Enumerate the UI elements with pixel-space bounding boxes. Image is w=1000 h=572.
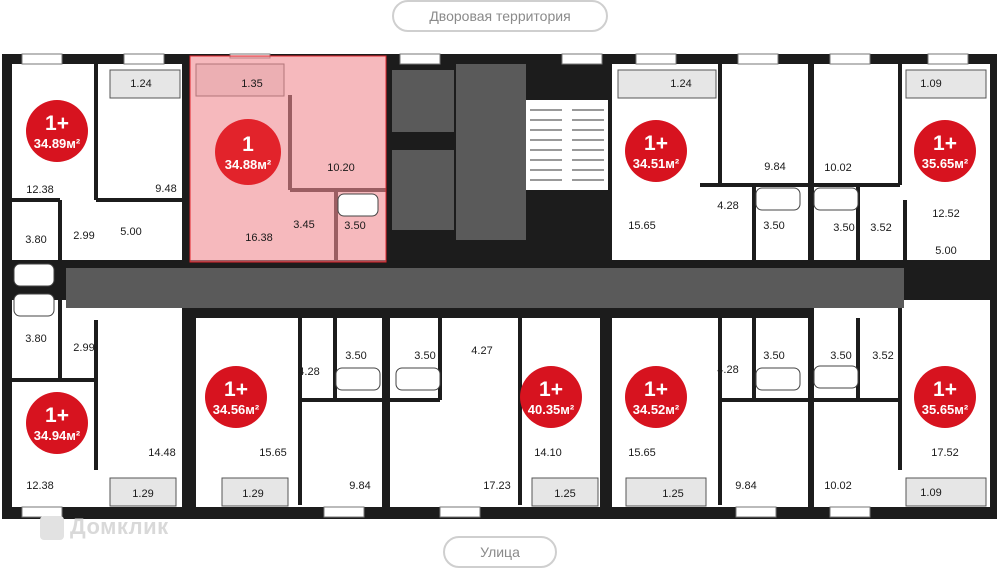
room-area: 17.52 — [931, 447, 959, 459]
room-area: 1.29 — [132, 488, 154, 500]
room-area: 12.38 — [26, 480, 54, 492]
bathroom-fixtures — [13, 187, 859, 391]
selected-apartment-badge[interactable]: 1 34.88м² — [215, 119, 281, 185]
room-area: 1.24 — [130, 78, 152, 90]
apartment-badge[interactable]: 1+ 34.51м² — [625, 120, 687, 182]
apartment-area: 40.35м² — [527, 401, 575, 417]
room-area: 10.20 — [327, 162, 355, 174]
corridor — [66, 268, 904, 308]
room-count: 1+ — [224, 377, 248, 401]
room-area: 3.50 — [345, 350, 367, 362]
apartment-area: 34.94м² — [33, 427, 81, 443]
room-area: 1.29 — [242, 488, 264, 500]
room-area: 4.28 — [717, 200, 739, 212]
room-area: 3.50 — [344, 220, 366, 232]
room-count: 1+ — [539, 377, 563, 401]
domclick-logo-icon — [40, 516, 64, 541]
apartment-area: 35.65м² — [921, 401, 969, 417]
room-area: 12.38 — [26, 184, 54, 196]
apartment-area: 34.56м² — [212, 401, 260, 417]
watermark: Домклик — [40, 514, 169, 541]
room-area: 3.50 — [763, 350, 785, 362]
room-area: 4.28 — [298, 366, 320, 378]
street-label: Улица — [443, 536, 557, 568]
room-area: 3.50 — [830, 350, 852, 362]
apartment-badge[interactable]: 1+ 34.52м² — [625, 366, 687, 428]
building-core — [392, 64, 608, 240]
room-area: 12.52 — [932, 208, 960, 220]
apartment-badge[interactable]: 1+ 40.35м² — [520, 366, 582, 428]
room-area: 3.80 — [25, 234, 47, 246]
room-area: 14.10 — [534, 447, 562, 459]
apartment-area: 34.52м² — [632, 401, 680, 417]
room-area: 3.50 — [763, 220, 785, 232]
room-count: 1+ — [45, 111, 69, 135]
room-area: 16.38 — [245, 232, 273, 244]
room-area: 3.50 — [414, 350, 436, 362]
apartment-badge[interactable]: 1+ 35.65м² — [914, 120, 976, 182]
windows — [21, 53, 969, 518]
room-area: 3.50 — [833, 222, 855, 234]
room-area: 5.00 — [935, 245, 957, 257]
room-area: 4.27 — [471, 345, 493, 357]
watermark-text: Домклик — [70, 514, 169, 539]
room-area: 9.84 — [735, 480, 757, 492]
room-count: 1+ — [933, 377, 957, 401]
stairs — [530, 109, 604, 181]
room-area: 5.00 — [120, 226, 142, 238]
room-area: 1.09 — [920, 487, 942, 499]
room-count: 1+ — [644, 377, 668, 401]
apartment-area: 34.51м² — [632, 155, 680, 171]
room-area: 3.52 — [870, 222, 892, 234]
room-area: 3.45 — [293, 219, 315, 231]
apartment-area: 35.65м² — [921, 155, 969, 171]
room-count: 1+ — [45, 403, 69, 427]
apartment-area: 34.88м² — [224, 156, 272, 172]
room-area: 10.02 — [824, 480, 852, 492]
room-area: 1.35 — [241, 78, 263, 90]
room-area: 9.84 — [349, 480, 371, 492]
room-count: 1 — [242, 132, 254, 156]
room-area: 3.52 — [872, 350, 894, 362]
room-area: 9.84 — [764, 161, 786, 173]
courtyard-label: Дворовая территория — [392, 0, 608, 32]
room-area: 10.02 — [824, 162, 852, 174]
room-area: 1.24 — [670, 78, 692, 90]
room-area: 9.48 — [155, 183, 177, 195]
apartment-area: 34.89м² — [33, 135, 81, 151]
room-area: 15.65 — [628, 220, 656, 232]
apartment-badge[interactable]: 1+ 34.94м² — [26, 392, 88, 454]
room-area: 14.48 — [148, 447, 176, 459]
room-area: 15.65 — [259, 447, 287, 459]
room-count: 1+ — [644, 131, 668, 155]
room-area: 1.09 — [920, 78, 942, 90]
apartment-badge[interactable]: 1+ 34.56м² — [205, 366, 267, 428]
room-area: 4.28 — [717, 364, 739, 376]
room-area: 1.25 — [662, 488, 684, 500]
apartment-badge[interactable]: 1+ 35.65м² — [914, 366, 976, 428]
room-count: 1+ — [933, 131, 957, 155]
apartment-badge[interactable]: 1+ 34.89м² — [26, 100, 88, 162]
room-area: 2.99 — [73, 342, 95, 354]
room-area: 1.25 — [554, 488, 576, 500]
room-area: 3.80 — [25, 333, 47, 345]
room-area: 2.99 — [73, 230, 95, 242]
room-area: 17.23 — [483, 480, 511, 492]
room-area: 15.65 — [628, 447, 656, 459]
